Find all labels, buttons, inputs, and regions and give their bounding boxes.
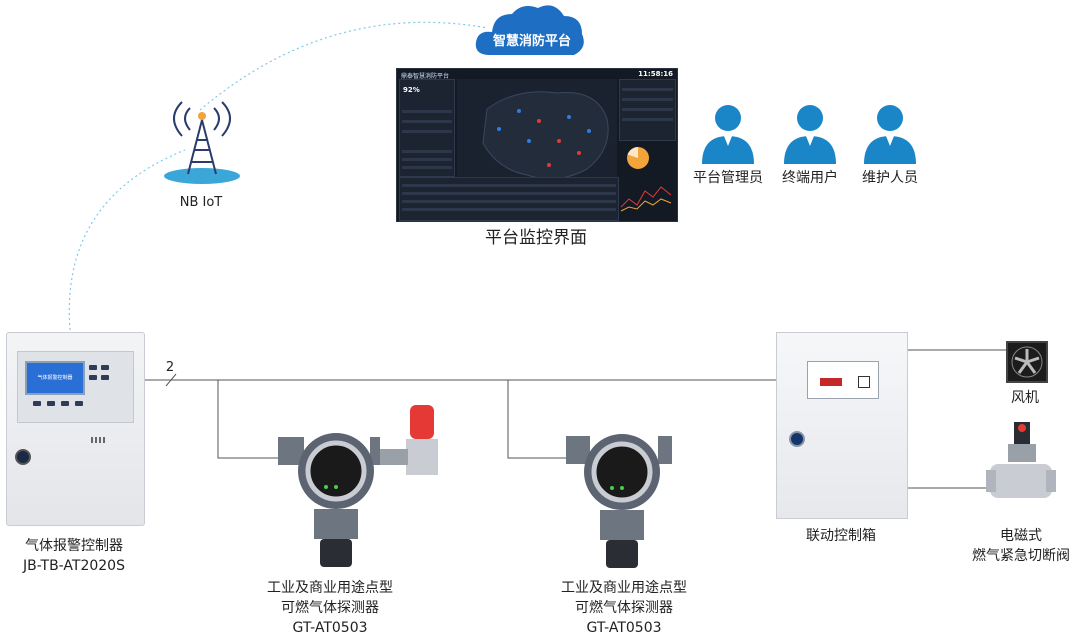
controller-keyhole-icon <box>15 449 31 465</box>
screen-map <box>457 79 617 189</box>
detector2-line1: 工业及商业用途点型 <box>561 580 687 596</box>
detector1-line2: 可燃气体探测器 <box>281 600 379 616</box>
map-outline-icon <box>482 91 609 180</box>
controller-model: JB-TB-AT2020S <box>23 558 125 574</box>
valve-line2: 燃气紧急切断阀 <box>972 548 1070 564</box>
platform-caption: 平台监控界面 <box>485 228 587 248</box>
gas-detector-icon <box>566 434 672 568</box>
controller-to-nb-link <box>68 149 186 331</box>
gas-alarm-controller: 气体报警控制器 <box>6 332 145 526</box>
antenna-label: NB IoT <box>179 195 223 210</box>
screen-left-panel: 92% <box>399 79 455 177</box>
cloud-icon <box>475 5 584 56</box>
controller-name: 气体报警控制器 <box>25 538 123 554</box>
linkage-control-box <box>776 332 908 519</box>
linkbox-label: 联动控制箱 <box>806 528 876 544</box>
bus-wire-count: 2 <box>165 360 175 375</box>
cloud-label: 智慧消防平台 <box>492 34 571 49</box>
user-label-maintainer: 维护人员 <box>862 170 918 186</box>
detector1-line1: 工业及商业用途点型 <box>267 580 393 596</box>
valve-line1: 电磁式 <box>1000 528 1042 544</box>
bus-slash <box>165 373 177 387</box>
solenoid-valve-icon <box>986 422 1056 498</box>
detector2-drop <box>507 380 580 459</box>
screen-pie-chart <box>627 147 649 169</box>
detector1-drop <box>217 380 290 459</box>
controller-lcd: 气体报警控制器 <box>25 361 85 395</box>
controller-speaker-grill <box>91 437 105 443</box>
detector2-model: GT-AT0503 <box>586 620 662 636</box>
platform-screen: 鼎泰智慧消防平台 11:58:16 92% <box>396 68 678 222</box>
user-label-end-user: 终端用户 <box>782 170 838 186</box>
screen-title: 鼎泰智慧消防平台 <box>401 73 450 80</box>
screen-table <box>399 177 619 221</box>
antenna-tower-icon <box>164 101 240 184</box>
person-icon <box>864 105 916 164</box>
screen-percent: 92% <box>403 86 420 94</box>
person-icon <box>784 105 836 164</box>
screen-time: 11:58:16 <box>638 70 673 78</box>
linkbox-knob-icon <box>789 431 805 447</box>
linkbox-display <box>807 361 879 399</box>
person-icon <box>702 105 754 164</box>
detector2-line2: 可燃气体探测器 <box>575 600 673 616</box>
screen-line-chart <box>620 186 672 212</box>
fan-label: 风机 <box>1011 390 1039 406</box>
screen-right-panel <box>619 79 676 141</box>
user-label-admin: 平台管理员 <box>693 170 763 186</box>
fan-icon <box>1006 341 1048 383</box>
gas-detector-with-beacon-icon <box>278 405 438 567</box>
detector1-model: GT-AT0503 <box>292 620 368 636</box>
